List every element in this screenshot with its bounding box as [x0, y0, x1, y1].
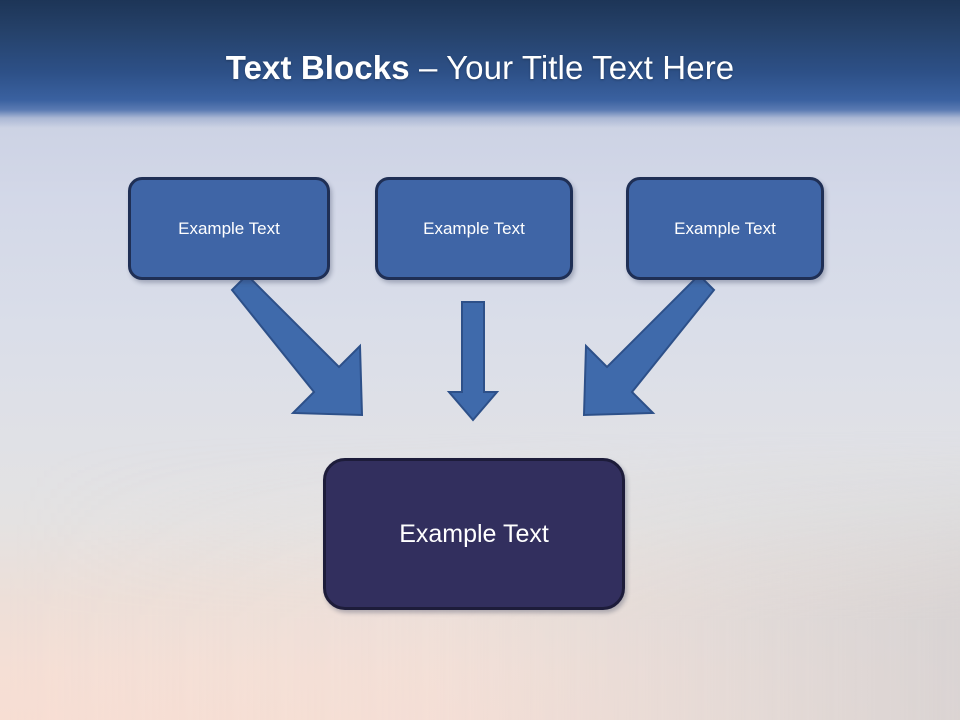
page-title-light: Your Title Text Here — [446, 49, 735, 86]
source-box-1-label: Example Text — [178, 218, 280, 238]
source-box-3-label: Example Text — [674, 218, 776, 238]
page-title: Text Blocks – Your Title Text Here — [0, 48, 960, 88]
source-box-2[interactable]: Example Text — [375, 177, 573, 280]
title-banner — [0, 0, 960, 128]
result-box[interactable]: Example Text — [323, 458, 625, 610]
source-box-2-label: Example Text — [423, 218, 525, 238]
source-box-1[interactable]: Example Text — [128, 177, 330, 280]
page-title-bold: Text Blocks — [225, 49, 419, 86]
page-title-separator: – — [418, 49, 447, 86]
source-box-3[interactable]: Example Text — [626, 177, 824, 280]
result-box-label: Example Text — [399, 519, 549, 548]
